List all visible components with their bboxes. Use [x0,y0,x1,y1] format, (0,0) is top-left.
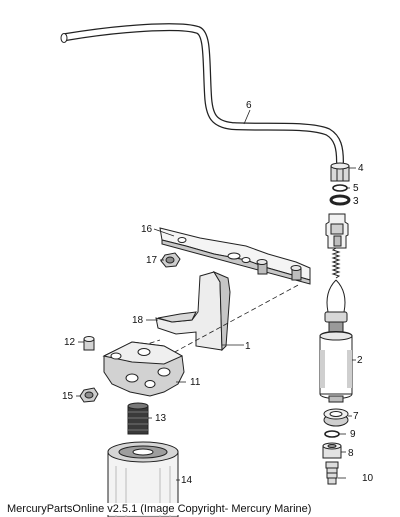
nipple-part[interactable] [127,402,149,435]
callout-4: 4 [358,163,364,174]
callout-16: 16 [141,224,153,235]
copyright-text: MercuryPartsOnline v2.5.1 (Image Copyrig… [5,503,314,515]
callout-6: 6 [246,100,252,111]
callout-9: 9 [350,429,356,440]
nut-lower-part[interactable] [79,387,99,403]
callout-10: 10 [362,473,374,484]
callout-5: 5 [353,183,359,194]
fitting-part[interactable] [330,162,350,182]
upper-bracket-part[interactable] [159,227,311,285]
callout-13: 13 [155,413,167,424]
callout-7: 7 [353,411,359,422]
callout-18: 18 [132,315,144,326]
plug-part[interactable] [83,336,95,351]
o-ring-part[interactable] [332,184,348,192]
nut-part[interactable] [160,252,181,268]
callout-2: 2 [357,355,363,366]
callout-1: 1 [245,341,251,352]
fuel-hose-part[interactable] [60,23,344,166]
fuel-pump-part[interactable] [319,213,353,403]
callout-14: 14 [181,475,193,486]
leader-lines [76,109,356,481]
callout-12: 12 [64,337,76,348]
callout-labels: 1 2 3 4 5 6 7 8 9 10 11 12 13 14 15 16 1… [62,100,374,486]
callout-8: 8 [348,448,354,459]
callout-3: 3 [353,196,359,207]
fuel-filter-part[interactable] [107,441,179,517]
bushing-part[interactable] [323,408,349,427]
lower-bracket-part[interactable] [155,270,231,352]
callout-17: 17 [146,255,158,266]
callout-11: 11 [190,377,201,388]
filter-housing-part[interactable] [102,341,185,397]
assembly-line [159,283,301,361]
callout-15: 15 [62,391,74,402]
washer-part[interactable] [329,194,351,206]
barbed-fitting-part[interactable] [325,461,339,485]
adapter-part[interactable] [322,442,342,459]
o-ring-lower-part[interactable] [324,430,340,438]
